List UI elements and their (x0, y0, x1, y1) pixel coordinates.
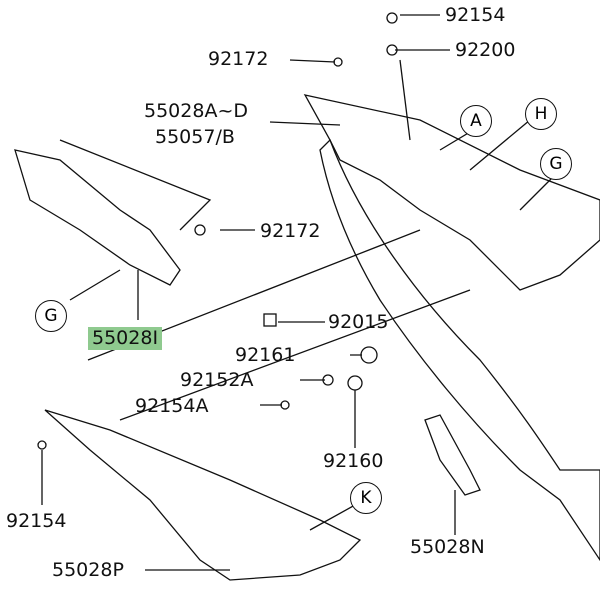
part-number-92160[interactable]: 92160 (323, 450, 384, 472)
part-number-92154-top[interactable]: 92154 (445, 4, 506, 26)
part-number-92152a[interactable]: 92152A (180, 369, 254, 391)
part-number-92172-mid[interactable]: 92172 (260, 220, 321, 242)
bracket-part (424, 414, 481, 496)
main-fairing-part (303, 94, 600, 291)
callout-g-right: G (540, 148, 572, 180)
callout-label: G (44, 306, 58, 326)
lower-cowl-part (44, 409, 362, 581)
part-number-92154a[interactable]: 92154A (135, 395, 209, 417)
part-number-92200[interactable]: 92200 (455, 39, 516, 61)
part-number-55028n[interactable]: 55028N (410, 536, 485, 558)
part-number-55028i-highlighted[interactable]: 55028I (88, 327, 163, 350)
callout-g-left: G (35, 300, 67, 332)
callout-label: A (470, 111, 482, 131)
part-number-92015[interactable]: 92015 (328, 311, 389, 333)
part-number-92161[interactable]: 92161 (235, 344, 296, 366)
callout-h: H (525, 98, 557, 130)
part-number-55028a-d[interactable]: 55028A~D (144, 100, 248, 122)
callout-label: G (549, 154, 563, 174)
callout-label: H (534, 104, 548, 124)
inner-cover-part (14, 149, 181, 286)
callout-label: K (360, 488, 372, 508)
part-number-55057b[interactable]: 55057/B (155, 126, 235, 148)
side-cowl-part (319, 138, 600, 562)
callout-k: K (350, 482, 382, 514)
part-number-92172-top[interactable]: 92172 (208, 48, 269, 70)
part-number-92154-bottom[interactable]: 92154 (6, 510, 67, 532)
callout-a: A (460, 105, 492, 137)
part-number-55028p[interactable]: 55028P (52, 559, 124, 581)
